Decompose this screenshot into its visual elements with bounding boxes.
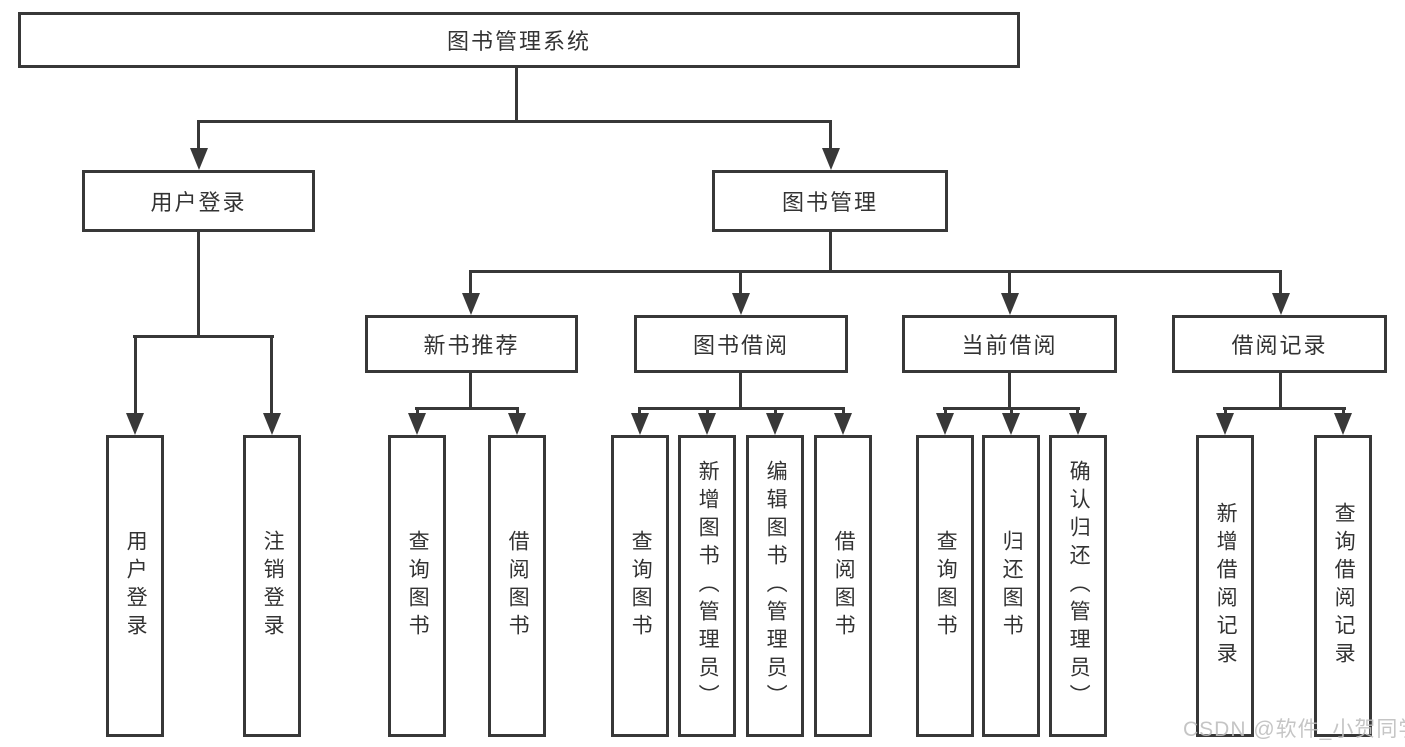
connector-arrow-down	[766, 413, 784, 435]
leaf-borrow-book-1: 借阅图书	[488, 435, 546, 737]
leaf-edit-book-admin: 编辑图书（管理员）	[746, 435, 804, 737]
connector-line-horizontal	[197, 120, 832, 123]
leaf-add-book-admin: 新增图书（管理员）	[678, 435, 736, 737]
node-library-system: 图书管理系统	[18, 12, 1020, 68]
leaf-logout: 注销登录	[243, 435, 301, 737]
connector-arrow-down	[126, 413, 144, 435]
connector-arrow-down	[1272, 293, 1290, 315]
connector-line-vertical	[1076, 407, 1079, 415]
leaf-query-borrow-record: 查询借阅记录	[1314, 435, 1372, 737]
connector-line-horizontal	[469, 270, 1282, 273]
connector-line-vertical	[1279, 270, 1282, 295]
connector-arrow-down	[190, 148, 208, 170]
node-book-management: 图书管理	[712, 170, 948, 232]
connector-line-vertical	[1279, 373, 1282, 407]
connector-line-vertical	[1010, 407, 1013, 415]
connector-line-vertical	[134, 335, 137, 415]
node-label: 新增借阅记录	[1214, 502, 1238, 670]
connector-line-horizontal	[1223, 407, 1346, 410]
csdn-watermark: CSDN @软件_小贺同学	[1183, 718, 1405, 741]
connector-line-vertical	[515, 68, 518, 120]
node-label: 新书推荐	[423, 333, 520, 358]
connector-arrow-down	[508, 413, 526, 435]
connector-line-vertical	[829, 232, 832, 270]
connector-arrow-down	[408, 413, 426, 435]
connector-line-vertical	[469, 270, 472, 295]
connector-line-vertical	[197, 232, 200, 335]
leaf-query-book-1: 查询图书	[388, 435, 446, 737]
node-label: 查询图书	[406, 530, 430, 642]
leaf-confirm-return-admin: 确认归还（管理员）	[1049, 435, 1107, 737]
connector-arrow-down	[1334, 413, 1352, 435]
leaf-return-book: 归还图书	[982, 435, 1040, 737]
connector-line-horizontal	[133, 335, 274, 338]
connector-arrow-down	[263, 413, 281, 435]
node-label: 图书借阅	[692, 333, 789, 358]
node-label: 图书管理	[781, 190, 878, 215]
connector-arrow-down	[822, 148, 840, 170]
node-label: 查询图书	[629, 530, 653, 642]
connector-line-vertical	[197, 120, 200, 150]
connector-arrow-down	[1216, 413, 1234, 435]
connector-line-vertical	[1342, 407, 1345, 415]
connector-line-vertical	[829, 120, 832, 150]
node-label: 注销登录	[261, 530, 285, 642]
leaf-user-login: 用户登录	[106, 435, 164, 737]
connector-line-vertical	[516, 407, 519, 415]
leaf-add-borrow-record: 新增借阅记录	[1196, 435, 1254, 737]
connector-line-horizontal	[638, 407, 845, 410]
connector-line-vertical	[1008, 373, 1011, 407]
connector-line-vertical	[706, 407, 709, 415]
connector-line-vertical	[1008, 270, 1011, 295]
leaf-borrow-book-2: 借阅图书	[814, 435, 872, 737]
leaf-query-book-2: 查询图书	[611, 435, 669, 737]
node-label: 查询图书	[934, 530, 958, 642]
node-label: 借阅图书	[506, 530, 530, 642]
node-label: 编辑图书（管理员）	[764, 460, 788, 712]
node-label: 归还图书	[1000, 530, 1024, 642]
connector-line-vertical	[469, 373, 472, 407]
node-label: 查询借阅记录	[1332, 502, 1356, 670]
connector-line-vertical	[416, 407, 419, 415]
connector-arrow-down	[462, 293, 480, 315]
connector-arrow-down	[936, 413, 954, 435]
node-label: 借阅图书	[832, 530, 856, 642]
node-user-login: 用户登录	[82, 170, 315, 232]
connector-line-horizontal	[415, 407, 519, 410]
connector-arrow-down	[732, 293, 750, 315]
connector-arrow-down	[698, 413, 716, 435]
connector-line-vertical	[270, 335, 273, 415]
node-current-borrowing: 当前借阅	[902, 315, 1117, 373]
connector-line-vertical	[774, 407, 777, 415]
node-new-book-recommend: 新书推荐	[365, 315, 578, 373]
connector-arrow-down	[1001, 293, 1019, 315]
connector-line-vertical	[842, 407, 845, 415]
connector-line-vertical	[1224, 407, 1227, 415]
node-book-borrowing: 图书借阅	[634, 315, 848, 373]
connector-arrow-down	[1002, 413, 1020, 435]
node-borrowing-records: 借阅记录	[1172, 315, 1387, 373]
connector-arrow-down	[631, 413, 649, 435]
leaf-query-book-3: 查询图书	[916, 435, 974, 737]
node-label: 借阅记录	[1231, 333, 1328, 358]
node-label: 当前借阅	[961, 333, 1058, 358]
node-label: 图书管理系统	[446, 29, 591, 54]
node-label: 新增图书（管理员）	[696, 460, 720, 712]
connector-line-vertical	[739, 373, 742, 407]
connector-line-vertical	[739, 270, 742, 295]
connector-arrow-down	[1069, 413, 1087, 435]
node-label: 用户登录	[124, 530, 148, 642]
connector-line-vertical	[944, 407, 947, 415]
node-label: 确认归还（管理员）	[1067, 460, 1091, 712]
node-label: 用户登录	[150, 190, 247, 215]
connector-arrow-down	[834, 413, 852, 435]
connector-line-vertical	[638, 407, 641, 415]
